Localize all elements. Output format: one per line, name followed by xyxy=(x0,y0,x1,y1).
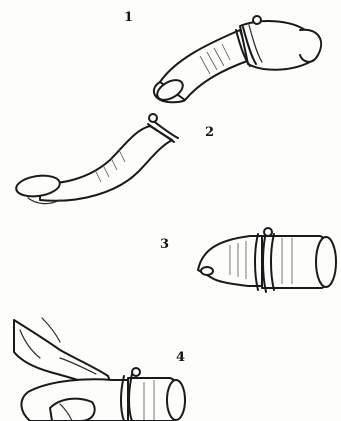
step1-device xyxy=(154,16,321,104)
step-label-4: 4 xyxy=(176,351,185,364)
step4-hands-device xyxy=(14,318,185,421)
step2-device xyxy=(15,114,178,204)
step3-device xyxy=(198,228,336,292)
step-label-3: 3 xyxy=(160,238,169,251)
step-label-1: 1 xyxy=(124,11,133,24)
step-label-2: 2 xyxy=(205,126,214,139)
